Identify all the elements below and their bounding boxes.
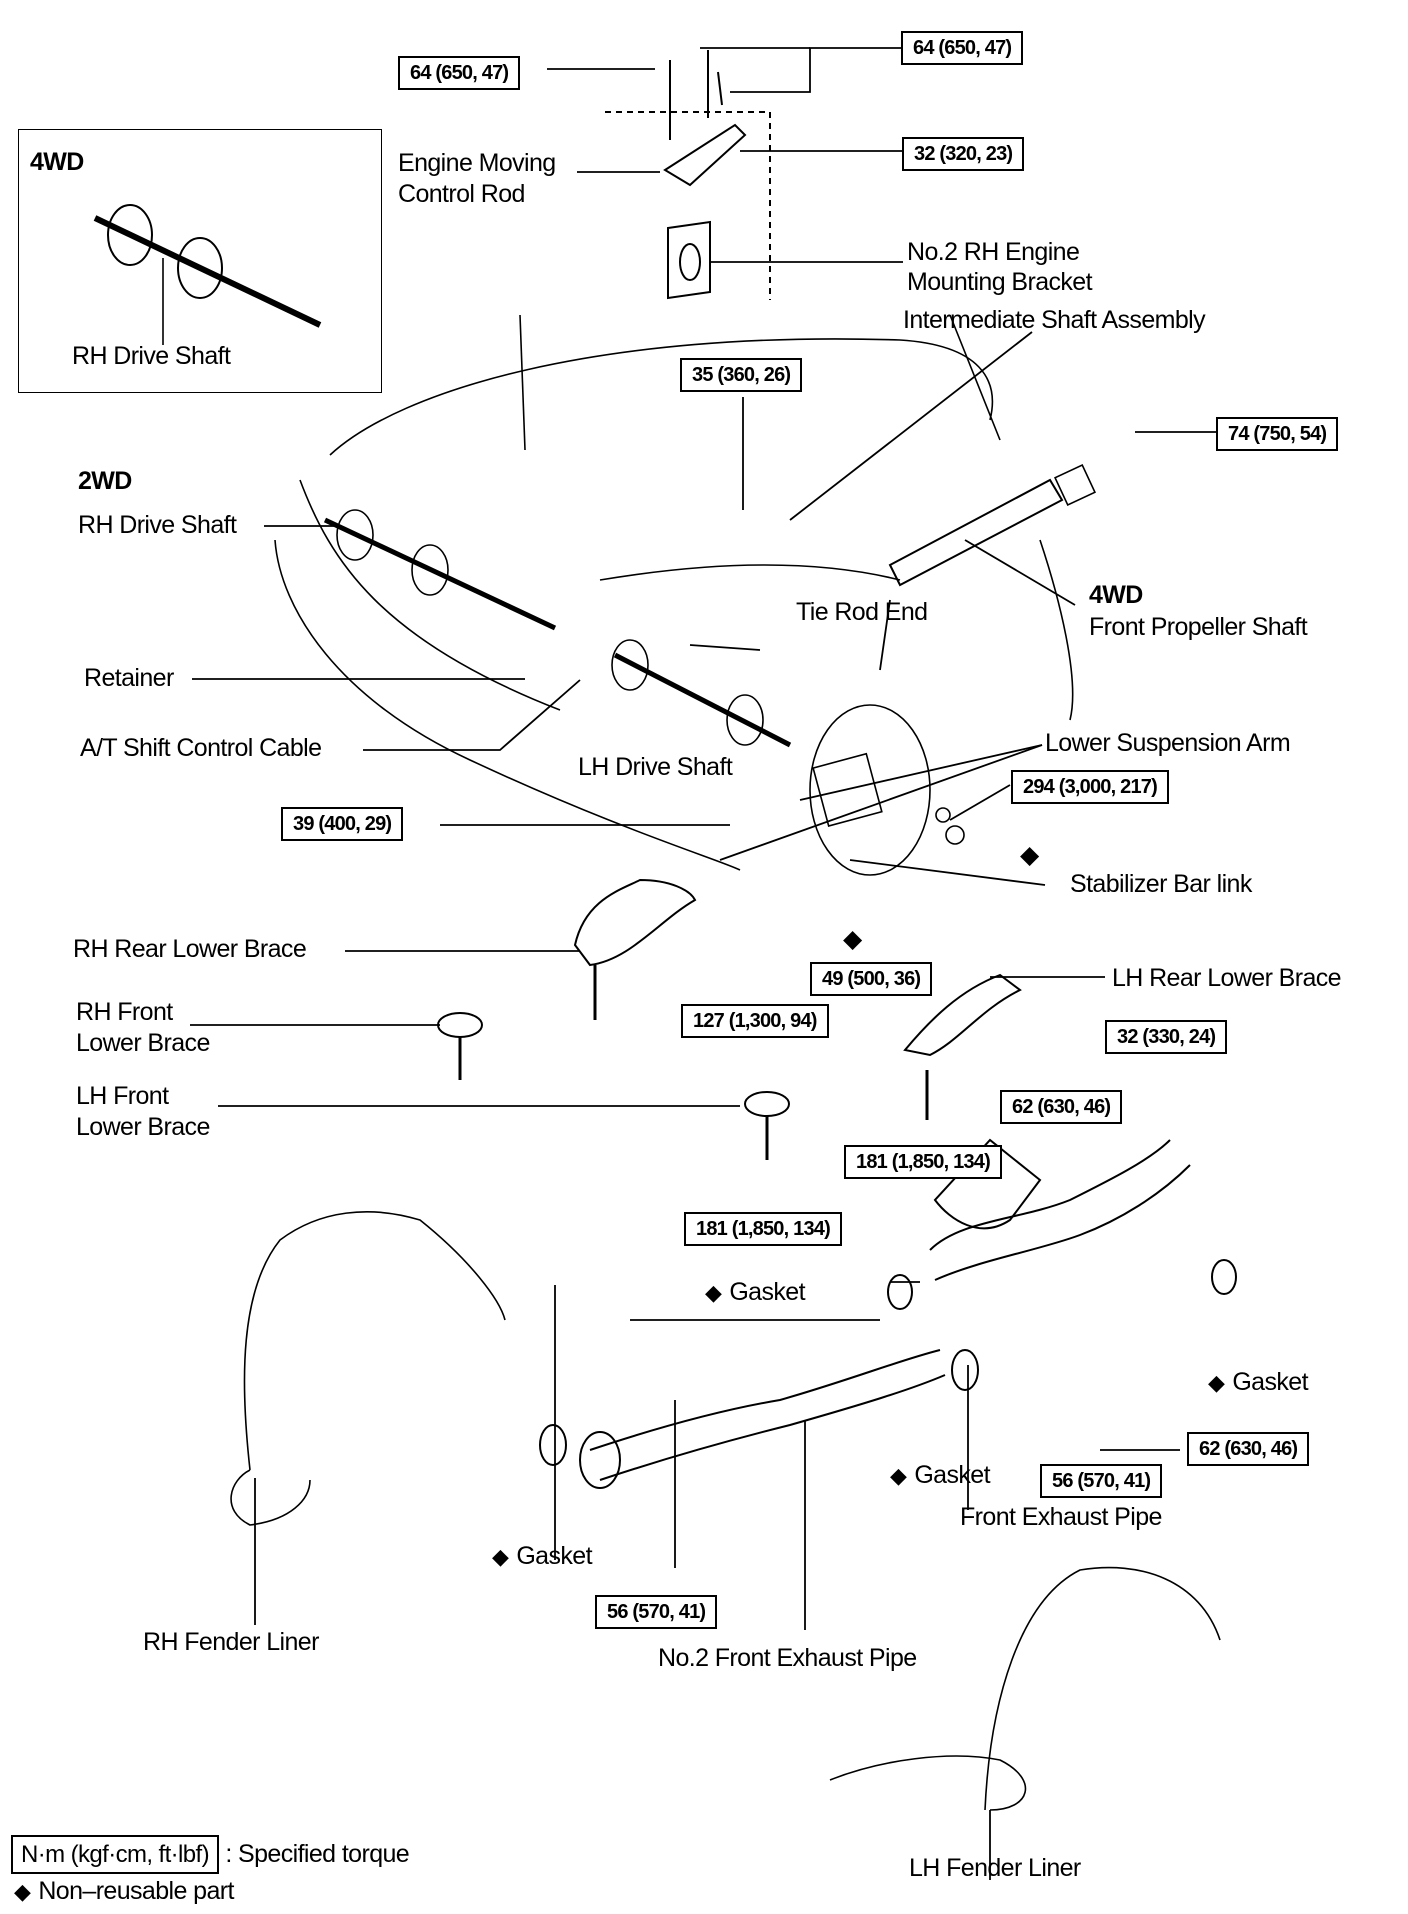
torque-spec-box: 294 (3,000, 217) (1011, 770, 1169, 804)
drive-shafts-drawing (323, 509, 792, 748)
label-lh-fender-liner: LH Fender Liner (909, 1854, 1081, 1882)
engine-mount-drawing (605, 50, 771, 300)
label-lh-rear-lower-brace: LH Rear Lower Brace (1112, 964, 1342, 992)
label-lower-suspension-arm: Lower Suspension Arm (1045, 729, 1291, 757)
legend-non-reusable-text: Non–reusable part (38, 1877, 234, 1905)
legend-torque: N·m (kgf·cm, ft·lbf) : Specified torque (11, 1835, 410, 1874)
label-stabilizer-bar-link: Stabilizer Bar link (1070, 870, 1252, 898)
non-reusable-diamond-icon: ◆ (492, 1544, 509, 1569)
label-gasket-center: ◆ Gasket (890, 1460, 991, 1491)
label-rh-rear-lower-brace: RH Rear Lower Brace (73, 935, 307, 963)
torque-spec-box: 56 (570, 41) (595, 1595, 718, 1629)
torque-spec-box: 49 (500, 36) (810, 962, 933, 996)
torque-spec-box: 181 (1,850, 134) (684, 1212, 842, 1246)
gasket-text: Gasket (729, 1278, 805, 1306)
heading-4wd: 4WD (1089, 581, 1143, 609)
gasket-text: Gasket (914, 1461, 990, 1489)
label-front-propeller-shaft: Front Propeller Shaft (1089, 613, 1308, 641)
torque-spec-box: 74 (750, 54) (1216, 417, 1339, 451)
non-reusable-diamond-icon: ◆ (890, 1463, 907, 1488)
torque-spec-box: 127 (1,300, 94) (681, 1004, 829, 1038)
torque-spec-box: 181 (1,850, 134) (844, 1145, 1002, 1179)
label-engine-moving-control-rod-line2: Control Rod (398, 180, 525, 208)
non-reusable-diamond-icon: ◆ (843, 925, 862, 953)
label-lh-drive-shaft: LH Drive Shaft (578, 753, 733, 781)
label-no2-front-exhaust-pipe: No.2 Front Exhaust Pipe (658, 1644, 917, 1672)
heading-2wd: 2WD (78, 467, 132, 495)
gasket-text: Gasket (516, 1542, 592, 1570)
legend-torque-unit-box: N·m (kgf·cm, ft·lbf) (11, 1835, 219, 1874)
torque-spec-box: 64 (650, 47) (901, 31, 1024, 65)
non-reusable-diamond-icon: ◆ (705, 1280, 722, 1305)
torque-spec-box: 32 (320, 23) (902, 137, 1025, 171)
inset-drive-shaft-drawing (93, 204, 322, 345)
legend-torque-description: : Specified torque (225, 1840, 410, 1868)
label-lh-front-lower-brace-line1: LH Front (76, 1082, 169, 1110)
label-no2-rh-engine-mounting-bracket-line2: Mounting Bracket (907, 268, 1093, 296)
label-rh-fender-liner: RH Fender Liner (143, 1628, 319, 1656)
lower-braces-drawing (437, 878, 1022, 1160)
torque-spec-box: 64 (650, 47) (398, 56, 521, 90)
label-tie-rod-end: Tie Rod End (796, 598, 928, 626)
vehicle-body-drawing (274, 314, 1074, 871)
torque-spec-box: 62 (630, 46) (1000, 1090, 1123, 1124)
non-reusable-diamond-icon: ◆ (1208, 1370, 1225, 1395)
label-no2-rh-engine-mounting-bracket-line1: No.2 RH Engine (907, 238, 1080, 266)
label-engine-moving-control-rod-line1: Engine Moving (398, 149, 556, 177)
non-reusable-diamond-icon: ◆ (14, 1879, 31, 1904)
steering-knuckle-drawing (809, 704, 965, 876)
label-gasket-left: ◆ Gasket (492, 1541, 593, 1572)
exhaust-pipes-drawing (539, 1138, 1237, 1489)
label-gasket-catalyst: ◆ Gasket (705, 1277, 806, 1308)
non-reusable-diamond-icon: ◆ (1020, 841, 1039, 869)
label-front-exhaust-pipe: Front Exhaust Pipe (960, 1503, 1162, 1531)
label-rh-front-lower-brace-line2: Lower Brace (76, 1029, 210, 1057)
label-at-shift-control-cable: A/T Shift Control Cable (80, 734, 322, 762)
inset-heading-4wd: 4WD (30, 148, 84, 176)
4wd-inset-panel (18, 129, 382, 393)
legend-non-reusable: ◆ Non–reusable part (14, 1876, 234, 1907)
label-intermediate-shaft-assembly: Intermediate Shaft Assembly (903, 306, 1206, 334)
label-retainer: Retainer (84, 664, 174, 692)
label-lh-front-lower-brace-line2: Lower Brace (76, 1113, 210, 1141)
fender-liners-drawing (230, 1211, 1221, 1811)
gasket-text: Gasket (1232, 1368, 1308, 1396)
torque-spec-box: 56 (570, 41) (1040, 1464, 1163, 1498)
leader-lines (190, 47, 1220, 1880)
inset-rh-drive-shaft-label: RH Drive Shaft (72, 342, 231, 370)
propeller-shaft-drawing (888, 464, 1096, 587)
label-rh-drive-shaft: RH Drive Shaft (78, 511, 237, 539)
label-gasket-right: ◆ Gasket (1208, 1367, 1309, 1398)
torque-spec-box: 35 (360, 26) (680, 358, 803, 392)
torque-spec-box: 62 (630, 46) (1187, 1432, 1310, 1466)
torque-spec-box: 39 (400, 29) (281, 807, 404, 841)
torque-spec-box: 32 (330, 24) (1105, 1020, 1228, 1054)
label-rh-front-lower-brace-line1: RH Front (76, 998, 173, 1026)
